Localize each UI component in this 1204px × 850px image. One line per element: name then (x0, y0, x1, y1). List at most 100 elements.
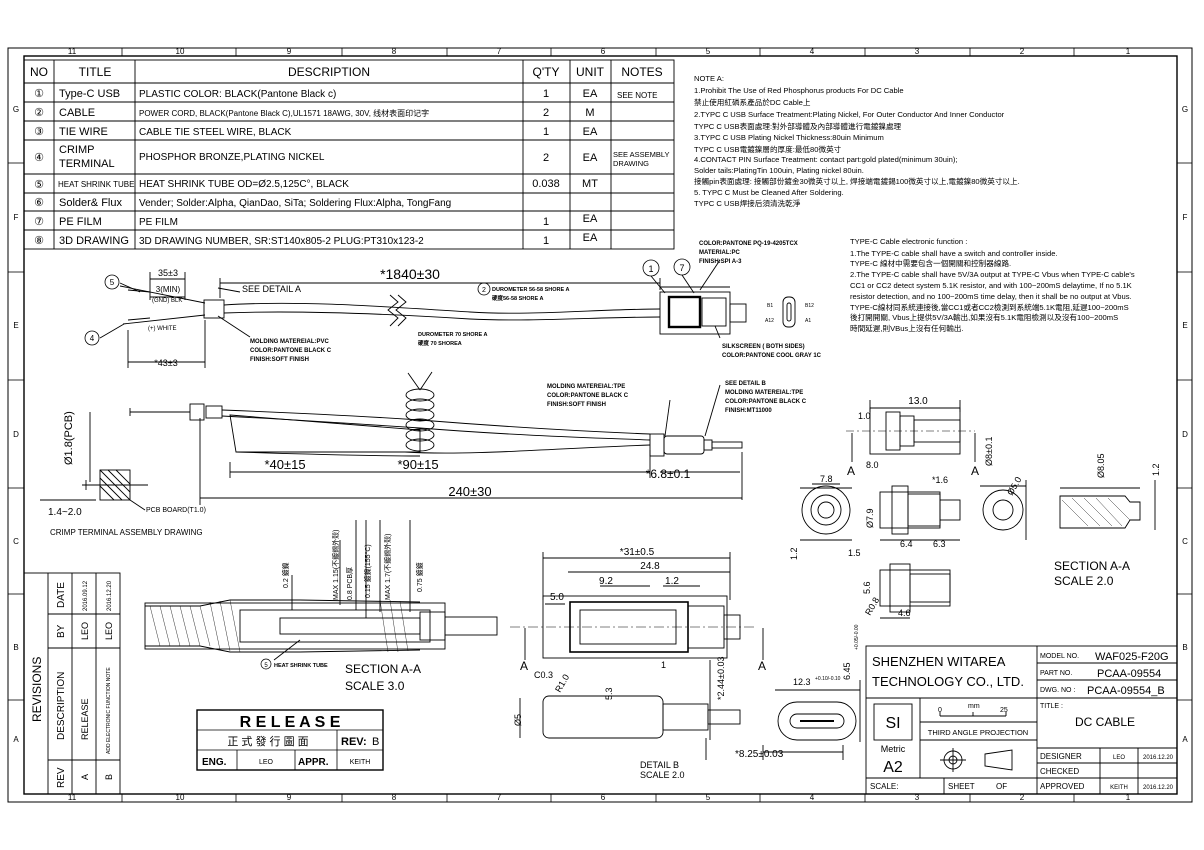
bom-row-notes: SEE NOTE (617, 91, 657, 100)
col-number: 4 (810, 793, 815, 802)
detail-b-view (510, 552, 861, 760)
note-line: Solder tails:PlatingTin 100uin, Plating … (694, 166, 864, 175)
title-block: SHENZHEN WITAREA TECHNOLOGY CO., LTD. MO… (865, 645, 1178, 795)
color-pq-line: FINISH:SPI A-3 (699, 259, 742, 265)
scale-label: SCALE: (870, 782, 898, 791)
by-value: LEO (80, 622, 90, 640)
col-number: 7 (497, 47, 502, 56)
bom-row-qty: 0.038 (532, 178, 560, 190)
note-line: TYPE-C Cable electronic function : (850, 237, 967, 246)
bom-row-qty: 1 (543, 88, 549, 100)
bom-row-no: ② (34, 107, 44, 119)
top-cable-view (99, 259, 796, 368)
bom-row-unit: EA (583, 232, 598, 244)
dim-c0-3: C0.3 (534, 670, 553, 680)
bom-row-description: PHOSPHOR BRONZE,PLATING NICKEL (139, 152, 325, 163)
balloon-label: 2 (482, 287, 486, 294)
col-number: 7 (497, 793, 502, 802)
approved-date: 2016.12.20 (1143, 785, 1174, 791)
dim-4-6: 4.6 (898, 608, 911, 618)
dim-5-3: 5.3 (604, 687, 614, 700)
dim-8-25: *8.25±0.03 (735, 749, 784, 760)
row-letter: A (1182, 735, 1188, 744)
dwg-label: DWG. NO : (1040, 687, 1075, 694)
bom-row-title: CABLE (59, 107, 95, 119)
bom-row-no: ③ (34, 126, 44, 138)
bom-row-description: HEAT SHRINK TUBE OD=Ø2.5,125C°, BLACK (139, 179, 349, 190)
detail-b-line: COLOR:PANTONE BLACK C (725, 399, 807, 405)
bom-row-no: ⑥ (34, 197, 44, 209)
balloon-7-icon (673, 258, 691, 276)
bom-row-title: CRIMP (59, 144, 94, 156)
molding-pvc-line: FINISH:SOFT FINISH (250, 357, 309, 363)
detail-b-line: FINISH:MT11000 (725, 408, 772, 414)
bom-row-no: ⑧ (34, 235, 44, 247)
dim-1-2b: 1.2 (1151, 463, 1161, 476)
section-caption: SECTION A-A (1054, 559, 1130, 573)
note-line: 接觸pin表面處理: 接觸部份鍍金30微英寸以上, 焊接端電鍍錫100微英寸以上… (694, 176, 1020, 186)
note-line: 4.CONTACT PIN Surface Treatment: contact… (694, 155, 958, 164)
note-line: 後打開開關, Vbus上提供5V/3A輸出,如果沒有5.1K電阻檢測以及沒有10… (850, 312, 1118, 322)
dim-overall-length: *1840±30 (380, 266, 440, 282)
section-scale: SCALE 3.0 (345, 679, 405, 693)
section-label: 0.15 鍍鎳(155°C) (363, 544, 372, 598)
dim-1-4-2-0: 1.4~2.0 (48, 507, 82, 518)
note-line: NOTE A: (694, 74, 724, 83)
dim-r1-0: R1.0 (553, 673, 571, 694)
checked-label: CHECKED (1040, 767, 1079, 776)
note-line: TYPC C USB表面處理:對外部導體及內部導體進行電鍍鎳處理 (694, 121, 902, 131)
dim-9-2: 9.2 (599, 576, 613, 587)
molding-tpe-line: MOLDING MATEREIAL:TPE (547, 384, 625, 390)
by-value: LEO (104, 622, 114, 640)
row-letter: D (1182, 430, 1188, 439)
pin-label: A1 (805, 318, 811, 324)
row-letter: G (13, 105, 19, 114)
col-number: 11 (68, 793, 77, 802)
detail-b-line: MOLDING MATEREIAL:TPE (725, 390, 803, 396)
balloon-label: 7 (679, 263, 684, 273)
release-stamp: R E L E A S E 正 式 發 行 圖 面 REV: B ENG. LE… (196, 709, 384, 771)
border-col-numbers-top: 11 10 9 8 7 6 5 4 3 2 1 (68, 47, 1131, 56)
dim-43: *43±3 (154, 358, 177, 368)
crimp-caption: CRIMP TERMINAL ASSEMBLY DRAWING (50, 528, 203, 537)
section-left-view (144, 520, 498, 661)
bom-row-description: POWER CORD, BLACK(Pantone Black C),UL157… (139, 108, 429, 118)
bom-row-notes-2: DRAWING (613, 159, 649, 168)
dim-90: *90±15 (397, 457, 438, 472)
note-line: 2.TYPC C USB Surface Treatment:Plating N… (694, 110, 1005, 119)
of-label: OF (996, 782, 1007, 791)
right-section-views (800, 400, 1156, 619)
right-section-labels: 13.0 1.0 8.0 A A 7.8 *1.6 Ø7.9 6.4 6.3 1… (789, 396, 1161, 618)
balloon-label: 1 (648, 264, 653, 274)
bom-row-qty: 1 (543, 216, 549, 228)
row-letter: C (13, 537, 19, 546)
metric-label: Metric (881, 744, 906, 754)
section-label: 0.75 鍍鍍 (415, 562, 424, 592)
dim-6-3: 6.3 (933, 539, 946, 549)
bom-row-no: ⑤ (34, 179, 44, 191)
dim-12-3-tol: +0.10/-0.10 (815, 676, 841, 682)
part-label: PART NO. (1040, 670, 1072, 677)
bom-row-unit: EA (583, 126, 598, 138)
bom-row-title: 3D DRAWING (59, 235, 129, 247)
crimp-terminal-view (40, 412, 148, 511)
dim-d8-05: Ø8.05 (1096, 453, 1106, 478)
bom-row-no: ④ (34, 152, 44, 164)
section-marker-right: A (758, 659, 766, 673)
note-line: 時間延遲,則VBus上沒有任何輸出. (850, 323, 964, 333)
col-number: 3 (915, 47, 920, 56)
note-line: 2.The TYPE-C cable shall have 5V/3A outp… (850, 270, 1135, 279)
part-value: PCAA-09554 (1097, 668, 1161, 680)
dim-5-0: 5.0 (550, 592, 564, 603)
silkscreen-line: SILKSCREEN ( BOTH SIDES) (722, 344, 805, 350)
bom-row-unit: EA (583, 88, 598, 100)
crimp-terminal-labels: Ø1.8(PCB) 1.4~2.0 PCB BOARD(T1.0) CRIMP … (48, 411, 206, 537)
date-header: DATE (56, 582, 67, 608)
model-label: MODEL NO. (1040, 653, 1079, 660)
detail-b-line: SEE DETAIL B (725, 381, 766, 387)
balloon-label: 4 (90, 334, 95, 343)
drawing-border (7, 47, 1193, 803)
bom-header-qty: Q'TY (533, 65, 560, 79)
section-marker-left: A (520, 659, 528, 673)
row-letter: A (13, 735, 19, 744)
